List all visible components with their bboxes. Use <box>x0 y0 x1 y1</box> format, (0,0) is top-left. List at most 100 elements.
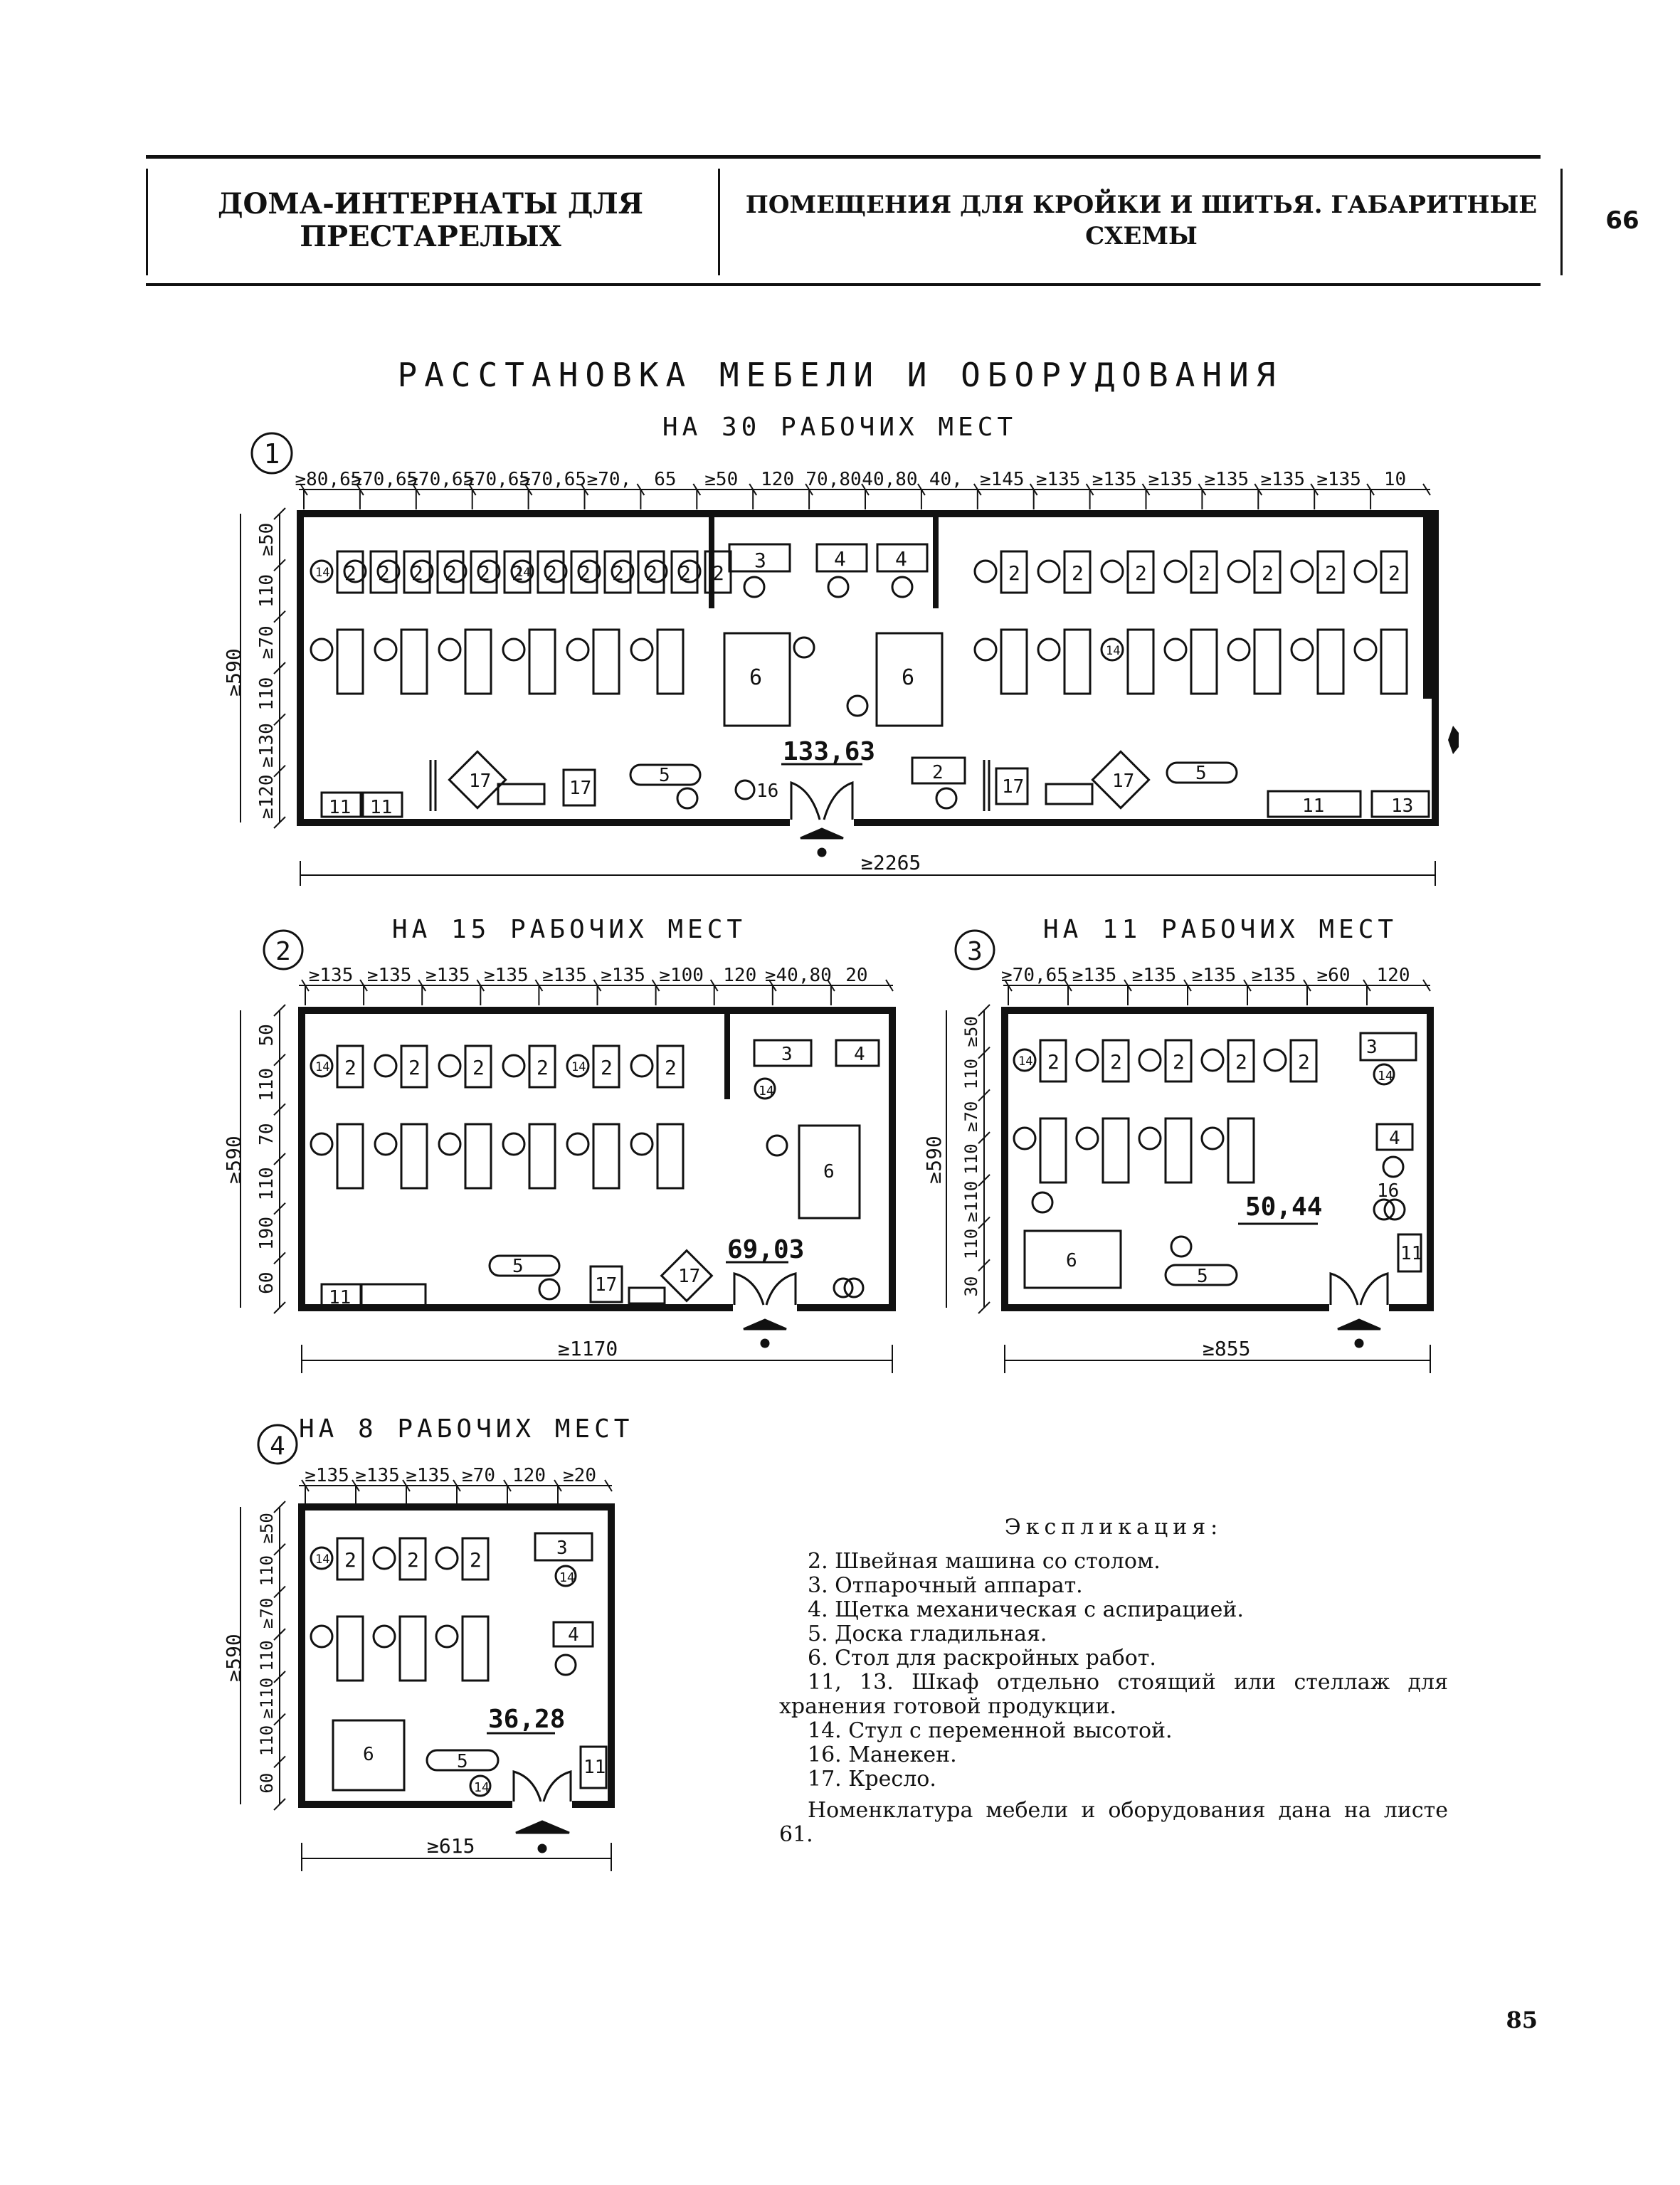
chair <box>343 559 367 583</box>
svg-text:6: 6 <box>363 1744 374 1765</box>
dimension-tick <box>273 1755 286 1768</box>
svg-text:4: 4 <box>834 547 846 571</box>
svg-text:14: 14 <box>559 1570 575 1585</box>
chair <box>372 1624 396 1649</box>
sewing-table <box>336 628 364 695</box>
sewing-table <box>1190 628 1218 695</box>
dimension-tick <box>604 1479 613 1492</box>
chair <box>544 559 568 583</box>
explication-item: 11, 13. Шкаф отдельно стоящий или стелла… <box>779 1670 1448 1719</box>
explication-heading: Экспликация: <box>1004 1515 1223 1540</box>
sewing-table <box>464 1123 492 1190</box>
dimension-label: ≥135 <box>601 965 645 986</box>
sewing-table-label: 2 <box>1110 1050 1122 1074</box>
chair <box>630 637 654 662</box>
chair-label: 14 <box>1018 1054 1032 1069</box>
sewing-table <box>1164 1039 1193 1083</box>
dimension-tick <box>273 1713 286 1726</box>
dimension-label: 110 <box>257 1725 277 1756</box>
sewing-table-label: 2 <box>1198 561 1210 585</box>
dimension-label: ≥135 <box>355 1465 400 1486</box>
sewing-table <box>336 1123 364 1190</box>
dimension-label: ≥135 <box>542 965 587 986</box>
chair <box>1075 1048 1099 1072</box>
chair <box>443 559 467 583</box>
dimension-label: ≥135 <box>426 965 470 986</box>
dimension-tick <box>273 713 286 726</box>
chair <box>611 559 635 583</box>
dimension-label: ≥70,65 <box>519 469 586 490</box>
dimension-label: 120 <box>723 965 756 986</box>
sewing-table <box>398 1537 427 1581</box>
dimension-tick <box>978 1301 990 1314</box>
chair <box>438 1132 462 1156</box>
chair <box>644 559 668 583</box>
sewing-table <box>1126 550 1155 594</box>
sewing-table <box>436 550 465 594</box>
chair <box>502 1054 526 1078</box>
dimension-tick <box>273 1301 286 1314</box>
dimension-tick <box>1422 483 1431 496</box>
dimension-tick <box>273 1252 286 1265</box>
dimension-label: ≥40,80 <box>765 965 832 986</box>
chair <box>310 559 334 583</box>
plan-2-width-label: ≥1170 <box>558 1337 618 1360</box>
dimension-label: ≥135 <box>309 965 354 986</box>
chair <box>1163 559 1188 583</box>
svg-text:4: 4 <box>568 1624 579 1646</box>
dimension-label: ≥70,65 <box>351 469 418 490</box>
sewing-table <box>1227 1117 1255 1184</box>
svg-text:3: 3 <box>781 1044 793 1065</box>
sewing-table <box>369 550 398 594</box>
sewing-table <box>1126 628 1155 695</box>
chair-label: 14 <box>1106 644 1120 658</box>
sewing-table <box>1227 1039 1255 1083</box>
sewing-table <box>336 1537 364 1581</box>
svg-text:6: 6 <box>902 665 914 690</box>
dimension-label: 40, <box>929 469 963 490</box>
dimension-label: ≥145 <box>980 469 1025 490</box>
chair <box>1075 1126 1099 1150</box>
sewing-table-label: 2 <box>1262 561 1274 585</box>
dimension-label: ≥135 <box>1072 965 1117 986</box>
dimension-label: ≥135 <box>1252 965 1296 986</box>
dimension-label: ≥135 <box>1092 469 1137 490</box>
plan-4-width-label: ≥615 <box>427 1834 475 1858</box>
dimension-tick <box>273 507 286 520</box>
svg-text:1: 1 <box>264 438 280 470</box>
dimension-label: 120 <box>512 1465 546 1486</box>
chair <box>630 1054 654 1078</box>
chair <box>1013 1048 1037 1072</box>
sewing-table <box>398 1615 427 1682</box>
plan-3-side-dimensions <box>946 1010 985 1308</box>
dimension-label: 110 <box>256 677 278 711</box>
dimension-tick <box>885 979 894 992</box>
svg-text:13: 13 <box>1391 795 1413 817</box>
plan-3-walls <box>1001 1007 1434 1311</box>
plan-2-equipment: 3 4 14 6 5 17 17 11 <box>320 1039 880 1308</box>
plan-2-sewing-row-2 <box>310 1123 685 1190</box>
chair <box>310 1624 334 1649</box>
dimension-label: 120 <box>761 469 794 490</box>
sewing-table <box>637 550 665 594</box>
svg-text:17: 17 <box>469 771 491 792</box>
sewing-table <box>1101 1117 1130 1184</box>
header-sheet-title: ПОМЕЩЕНИЯ ДЛЯ КРОЙКИ И ШИТЬЯ. ГАБАРИТНЫЕ… <box>745 191 1538 250</box>
plan-4-area: 36,28 <box>488 1705 565 1734</box>
sewing-table <box>528 1123 556 1190</box>
plan-1-entrance-door <box>790 781 854 857</box>
svg-text:4: 4 <box>1389 1128 1400 1149</box>
svg-text:11: 11 <box>329 797 351 818</box>
svg-text:5: 5 <box>457 1751 468 1772</box>
dimension-label: 110 <box>256 1068 278 1101</box>
dimension-label: 110 <box>257 1640 277 1671</box>
dimension-tick <box>978 1089 990 1102</box>
sewing-table-label: 2 <box>1173 1050 1185 1074</box>
explication: Экспликация: 2. Швейная машина со столом… <box>779 1515 1448 1847</box>
